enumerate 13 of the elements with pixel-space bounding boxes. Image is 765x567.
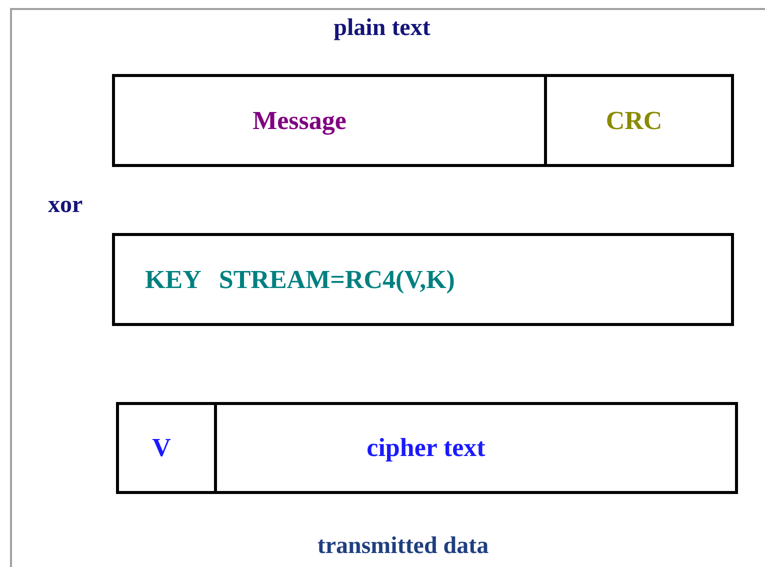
field-label: Message	[252, 108, 346, 134]
message-field	[112, 74, 547, 167]
iv-field	[116, 402, 217, 494]
key-stream-box	[112, 233, 734, 326]
field-label: cipher text	[366, 435, 486, 461]
row-caption: transmitted data	[316, 534, 490, 558]
field-label: KEY STREAM=RC4(V,K)	[145, 266, 455, 292]
cipher-text-field	[214, 402, 738, 494]
crc-field	[544, 74, 734, 167]
field-label: V	[152, 435, 171, 461]
field-label: CRC	[606, 108, 662, 134]
row-caption: plain text	[332, 16, 432, 40]
operator-label: xor	[48, 193, 83, 217]
